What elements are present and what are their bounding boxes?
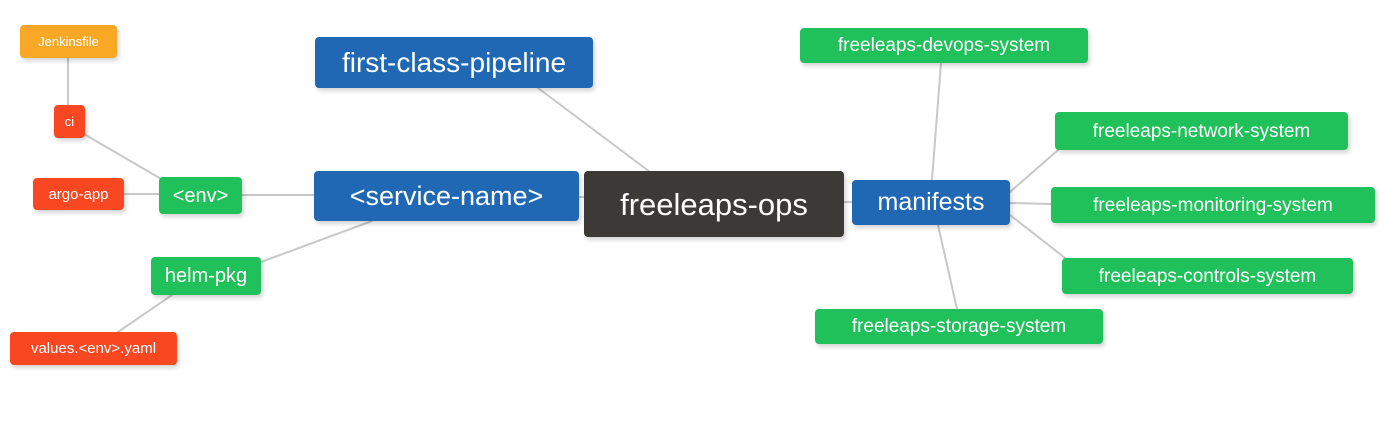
- edge-storage-system-to-manifests: [937, 224, 958, 310]
- node-freeleaps-ops[interactable]: freeleaps-ops: [584, 171, 844, 237]
- edge-devops-system-to-manifests: [931, 62, 942, 181]
- node-argo-app[interactable]: argo-app: [33, 178, 124, 210]
- edge-controls-system-to-manifests: [1009, 214, 1066, 259]
- node-service-name[interactable]: <service-name>: [314, 171, 579, 221]
- node-helm-pkg[interactable]: helm-pkg: [151, 257, 261, 295]
- edge-service-name-to-helm-pkg: [260, 220, 373, 263]
- node-controls-system[interactable]: freeleaps-controls-system: [1062, 258, 1353, 294]
- node-monitoring-system[interactable]: freeleaps-monitoring-system: [1051, 187, 1375, 223]
- node-network-system[interactable]: freeleaps-network-system: [1055, 112, 1348, 150]
- node-values-yaml[interactable]: values.<env>.yaml: [10, 332, 177, 365]
- edge-ci-to-env: [83, 133, 164, 181]
- node-manifests[interactable]: manifests: [852, 180, 1010, 225]
- node-ci[interactable]: ci: [54, 105, 85, 138]
- node-first-class-pipeline[interactable]: first-class-pipeline: [315, 37, 593, 88]
- node-jenkinsfile[interactable]: Jenkinsfile: [20, 25, 117, 58]
- edge-first-class-pipeline-to-freeleaps-ops: [537, 87, 651, 173]
- edge-helm-pkg-to-values-yaml: [117, 294, 173, 333]
- node-env[interactable]: <env>: [159, 177, 242, 214]
- node-devops-system[interactable]: freeleaps-devops-system: [800, 28, 1088, 63]
- node-storage-system[interactable]: freeleaps-storage-system: [815, 309, 1103, 344]
- edge-monitoring-system-to-manifests: [1009, 202, 1052, 205]
- edge-network-system-to-manifests: [1009, 149, 1059, 193]
